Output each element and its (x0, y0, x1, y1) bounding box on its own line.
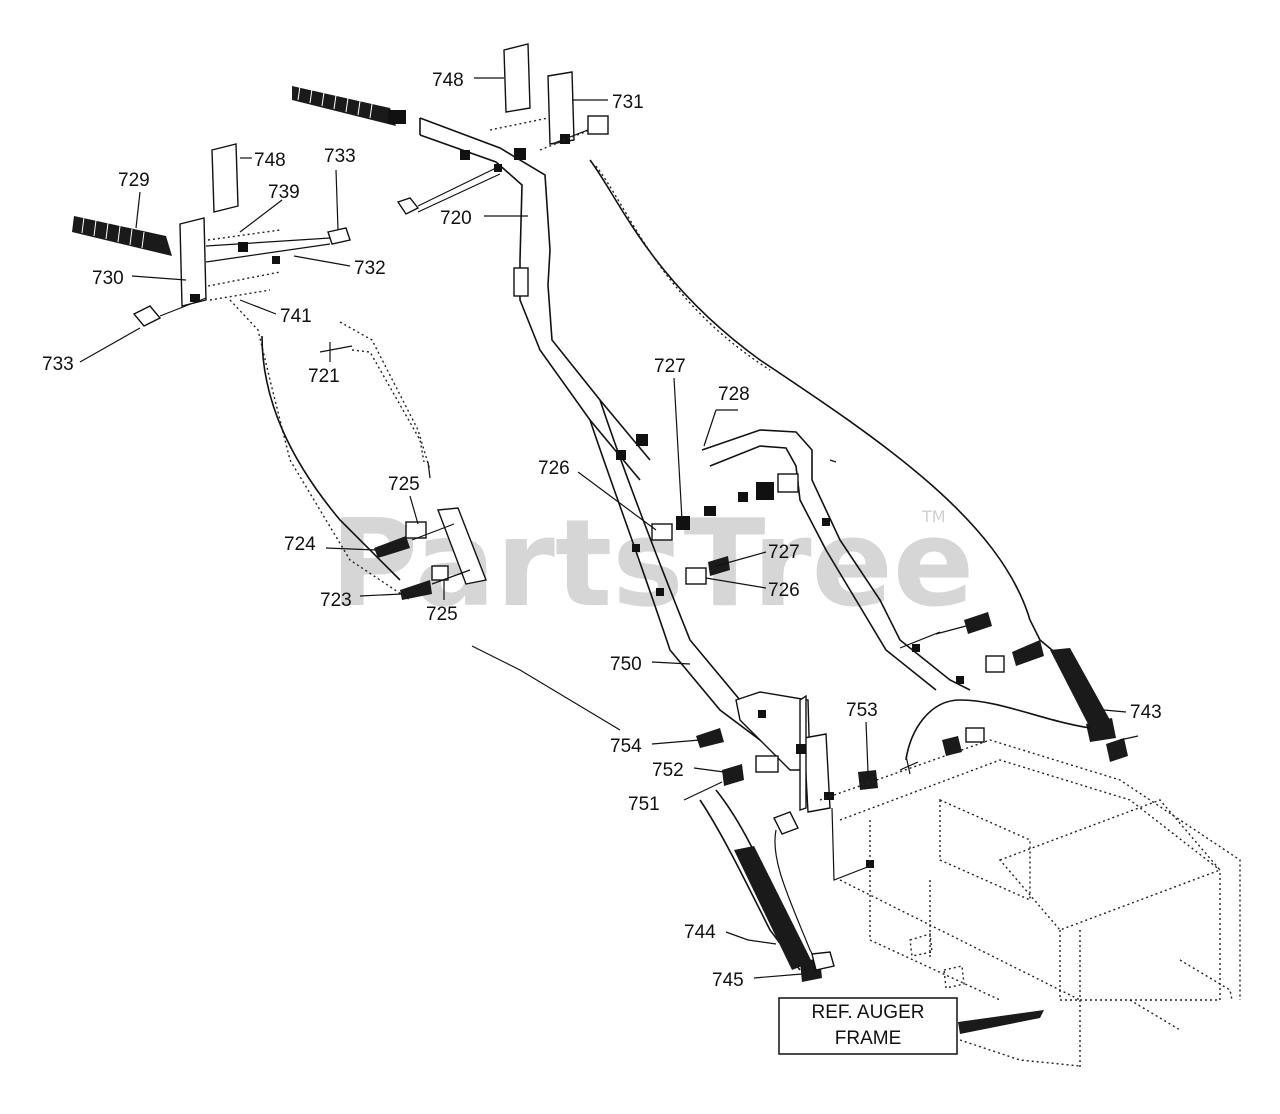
label-725-bottom: 725 (426, 604, 458, 625)
label-748-top: 748 (432, 70, 464, 91)
label-733-bottom: 733 (42, 354, 74, 375)
control-rod-721 (339, 321, 487, 600)
label-739: 739 (268, 182, 300, 203)
label-753: 753 (846, 700, 878, 721)
label-754: 754 (610, 736, 642, 757)
ref-auger-frame-box: REF. AUGER FRAME (778, 997, 958, 1055)
right-control-728 (651, 429, 1044, 691)
upper-handle-right (292, 43, 1041, 641)
label-744: 744 (684, 922, 716, 943)
label-732: 732 (354, 258, 386, 279)
label-741: 741 (280, 306, 312, 327)
label-727-bottom: 727 (768, 542, 800, 563)
label-743: 743 (1130, 702, 1162, 723)
ref-box-line-2: FRAME (835, 1028, 902, 1049)
watermark-text: PartsTree (330, 495, 974, 634)
label-752: 752 (652, 760, 684, 781)
label-723: 723 (320, 590, 352, 611)
label-726-bottom: 726 (768, 580, 800, 601)
label-748-left: 748 (254, 150, 286, 171)
label-751: 751 (628, 794, 660, 815)
label-728: 728 (718, 384, 750, 405)
leader-lines (79, 77, 1127, 979)
label-745: 745 (712, 970, 744, 991)
label-721: 721 (308, 366, 340, 387)
label-730: 730 (92, 268, 124, 289)
part-labels: 748 731 748 733 729 739 720 732 730 741 … (42, 70, 1162, 991)
label-725-top: 725 (388, 474, 420, 495)
label-733-top: 733 (324, 146, 356, 167)
watermark-trademark: TM (921, 507, 946, 526)
label-720: 720 (440, 208, 472, 229)
label-750: 750 (610, 654, 642, 675)
lower-cables (471, 639, 1139, 982)
label-727-top: 727 (654, 356, 686, 377)
auger-frame (819, 739, 1241, 1070)
upper-handle-left (72, 143, 411, 601)
label-729: 729 (118, 170, 150, 191)
label-731: 731 (612, 92, 644, 113)
label-726-top: 726 (538, 458, 570, 479)
lower-handle-750 (589, 399, 831, 813)
label-724: 724 (284, 534, 316, 555)
ref-box-line-1: REF. AUGER (812, 1002, 925, 1023)
